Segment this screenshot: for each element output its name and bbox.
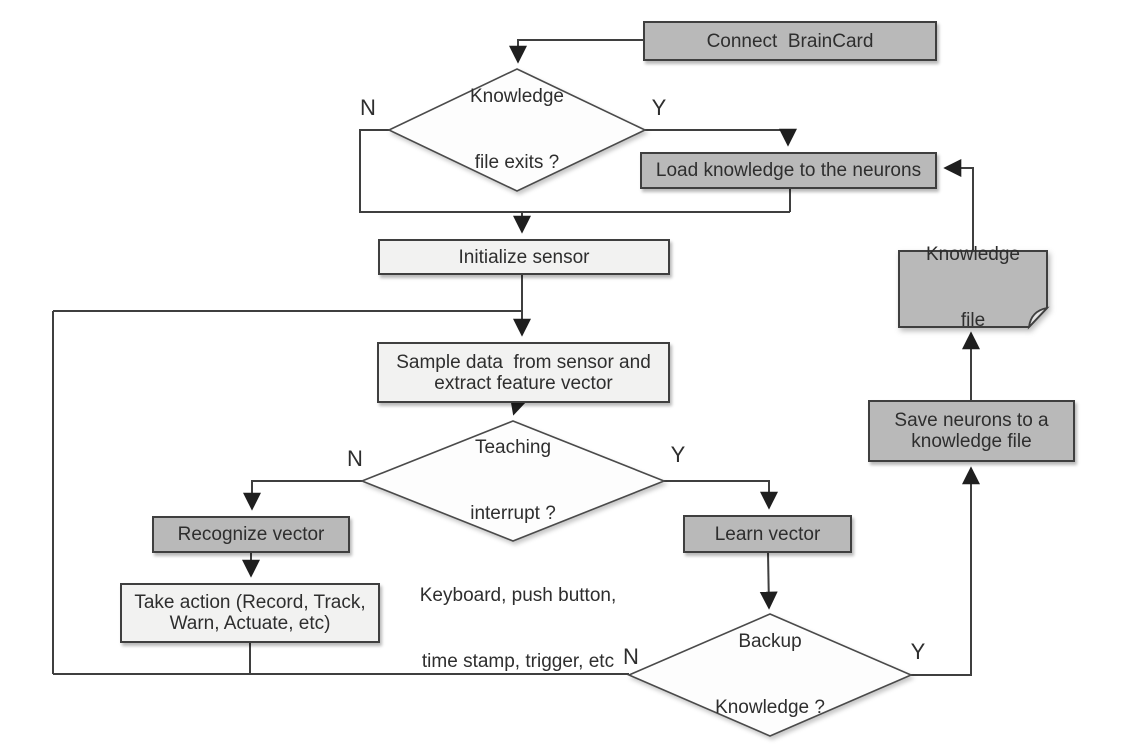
node-label: Recognize vector: [177, 524, 325, 545]
annotation-line1: Keyboard, push button,: [419, 585, 617, 606]
branch-label-checkfile-yes: Y: [651, 95, 667, 120]
node-label: Load knowledge to the neurons: [655, 160, 922, 181]
node-recognize-vector: Recognize vector: [152, 516, 350, 553]
decision-knowledge-file-exists: [387, 68, 647, 192]
node-learn-vector: Learn vector: [683, 515, 852, 553]
branch-label-backup-no: N: [623, 644, 639, 669]
decision-teaching-interrupt: [359, 420, 667, 542]
node-initialize-sensor: Initialize sensor: [378, 239, 670, 275]
connector-backup-yes-to-save: [911, 466, 980, 676]
annotation-teaching-sources: Keyboard, push button, time stamp, trigg…: [420, 541, 616, 717]
connector-connect-to-checkfile: [509, 39, 643, 64]
node-label-line2: extract feature vector: [434, 372, 613, 394]
branch-label-backup-yes: Y: [910, 639, 926, 664]
node-sample-data: Sample data from sensor and extract feat…: [377, 342, 670, 403]
node-load-knowledge: Load knowledge to the neurons: [640, 152, 937, 189]
annotation-line2: time stamp, trigger, etc: [421, 651, 615, 672]
node-label-line1: Sample data from sensor and: [396, 351, 651, 373]
node-label: Learn vector: [714, 523, 821, 545]
connector-teaching-yes-to-learn: [664, 480, 778, 510]
connector-teaching-no-to-recognize: [243, 480, 362, 511]
connector-checkfile-no-to-merge: [359, 129, 790, 213]
connector-sample-to-teaching: [509, 395, 528, 416]
node-save-neurons: Save neurons to a knowledge file: [868, 400, 1075, 462]
node-label: Initialize sensor: [458, 246, 590, 268]
branch-label-teaching-yes: Y: [670, 442, 686, 467]
connector-learn-to-backup: [759, 552, 778, 610]
decision-backup-knowledge: [626, 613, 914, 737]
node-label-line2: Warn, Actuate, etc): [169, 613, 331, 634]
node-take-action: Take action (Record, Track, Warn, Actuat…: [120, 583, 380, 643]
connector-knowledgefile-to-load: [943, 159, 974, 251]
node-label-line1: Take action (Record, Track,: [134, 592, 366, 613]
node-label-line1: Save neurons to a: [894, 410, 1049, 431]
connector-checkfile-yes-to-load: [645, 128, 797, 147]
document-knowledge-file-shape: [898, 250, 1048, 328]
document-folded-corner: [1027, 306, 1050, 330]
branch-label-teaching-no: N: [347, 446, 363, 471]
node-label: Connect BrainCard: [706, 30, 874, 52]
node-connect-braincard: Connect BrainCard: [643, 21, 937, 61]
branch-label-checkfile-no: N: [360, 95, 376, 120]
node-label-line2: knowledge file: [911, 431, 1032, 452]
